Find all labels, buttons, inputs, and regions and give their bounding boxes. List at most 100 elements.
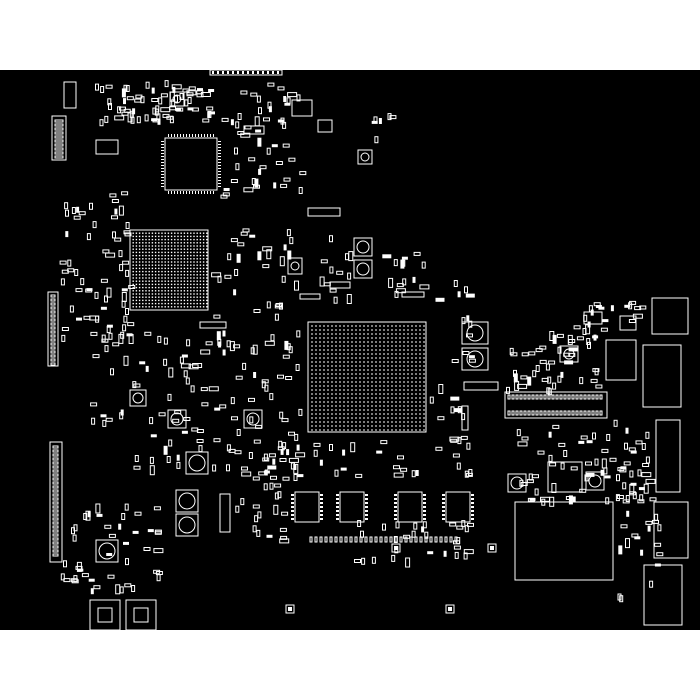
bga-ball xyxy=(399,385,401,387)
bga-ball xyxy=(411,409,413,411)
bga-ball xyxy=(323,361,325,363)
passive-component xyxy=(457,437,462,445)
bga-ball xyxy=(423,409,425,411)
main-cpu-bga-package xyxy=(307,321,427,433)
bga-ball xyxy=(423,337,425,339)
bga-ball xyxy=(379,377,381,379)
bga-ball xyxy=(151,302,154,305)
left-pin xyxy=(54,127,64,131)
bga-ball xyxy=(164,245,166,247)
left-pin xyxy=(50,314,56,318)
passive-component xyxy=(104,115,109,123)
bga-ball xyxy=(135,242,138,244)
bga-ball xyxy=(355,389,357,391)
memory-chip-pin xyxy=(423,510,426,512)
bga-ball xyxy=(138,280,141,282)
bga-ball xyxy=(383,329,385,331)
bga-ball xyxy=(174,296,176,298)
bga-ball xyxy=(170,286,173,289)
bga-ball xyxy=(148,254,150,257)
bga-ball xyxy=(315,381,317,383)
bga-ball xyxy=(167,277,170,279)
bga-ball xyxy=(375,429,377,431)
passive-component xyxy=(656,552,664,557)
bga-ball xyxy=(199,274,202,276)
left-pin xyxy=(54,139,64,143)
passive-component xyxy=(149,417,154,425)
bga-ball xyxy=(367,409,369,411)
bga-ball xyxy=(132,290,134,292)
passive-component xyxy=(629,483,635,494)
bga-ball xyxy=(177,296,179,298)
bga-ball xyxy=(180,270,182,273)
passive-component xyxy=(600,469,604,476)
passive-component xyxy=(144,114,149,122)
passive-component xyxy=(453,408,463,413)
bga-ball xyxy=(151,290,154,292)
bga-ball xyxy=(407,385,409,387)
left-pin xyxy=(52,485,59,489)
passive-component xyxy=(107,574,115,579)
bga-ball xyxy=(423,353,425,355)
inductor-core xyxy=(246,412,260,426)
bga-ball xyxy=(343,365,345,367)
passive-component xyxy=(573,325,581,330)
bga-ball xyxy=(161,299,163,302)
passive-component xyxy=(186,339,191,347)
passive-component xyxy=(654,542,662,547)
bga-ball xyxy=(375,329,377,331)
mosfet-part xyxy=(199,321,227,329)
passive-component xyxy=(226,340,231,348)
bga-ball xyxy=(202,277,205,279)
bga-ball xyxy=(183,277,186,279)
passive-component xyxy=(63,560,67,568)
bga-ball xyxy=(196,277,198,279)
memory-chip-pin xyxy=(423,494,426,496)
bga-ball xyxy=(193,274,195,276)
bga-ball xyxy=(343,421,345,423)
bga-ball xyxy=(161,251,163,254)
bga-ball xyxy=(347,429,349,431)
bga-ball xyxy=(174,251,176,254)
bga-ball xyxy=(363,381,365,383)
strip-pin xyxy=(531,394,535,400)
bga-ball xyxy=(399,341,401,343)
bga-ball xyxy=(323,325,325,327)
bga-ball xyxy=(180,232,182,234)
bga-ball xyxy=(383,357,385,359)
passive-component xyxy=(63,578,71,583)
bga-ball xyxy=(403,397,405,399)
bga-ball xyxy=(363,373,365,375)
bga-ball xyxy=(395,349,397,351)
bga-ball xyxy=(180,254,182,257)
left-pin xyxy=(50,358,56,362)
bga-ball xyxy=(315,337,317,339)
bga-ball xyxy=(399,405,401,407)
passive-component xyxy=(634,536,641,540)
bga-ball xyxy=(371,329,373,331)
passive-component xyxy=(429,396,434,404)
passive-component xyxy=(535,348,543,353)
bga-ball xyxy=(419,369,421,371)
bga-ball xyxy=(206,242,208,244)
bga-ball xyxy=(193,238,195,241)
bga-ball xyxy=(339,337,341,339)
passive-component xyxy=(125,269,130,277)
bga-ball xyxy=(199,251,202,254)
bga-ball xyxy=(315,385,317,387)
bga-ball xyxy=(387,373,389,375)
passive-component xyxy=(95,503,101,514)
bga-ball xyxy=(199,280,202,282)
passive-component xyxy=(145,365,149,372)
bga-ball xyxy=(174,248,176,250)
bga-ball xyxy=(359,361,361,363)
bga-ball xyxy=(177,267,179,270)
bga-ball xyxy=(183,267,186,270)
bga-ball xyxy=(161,242,163,244)
bga-ball xyxy=(186,267,189,270)
bga-ball xyxy=(319,357,321,359)
bga-ball xyxy=(148,261,150,263)
bga-ball xyxy=(145,290,147,292)
passive-component xyxy=(88,578,95,582)
passive-component xyxy=(211,272,222,278)
